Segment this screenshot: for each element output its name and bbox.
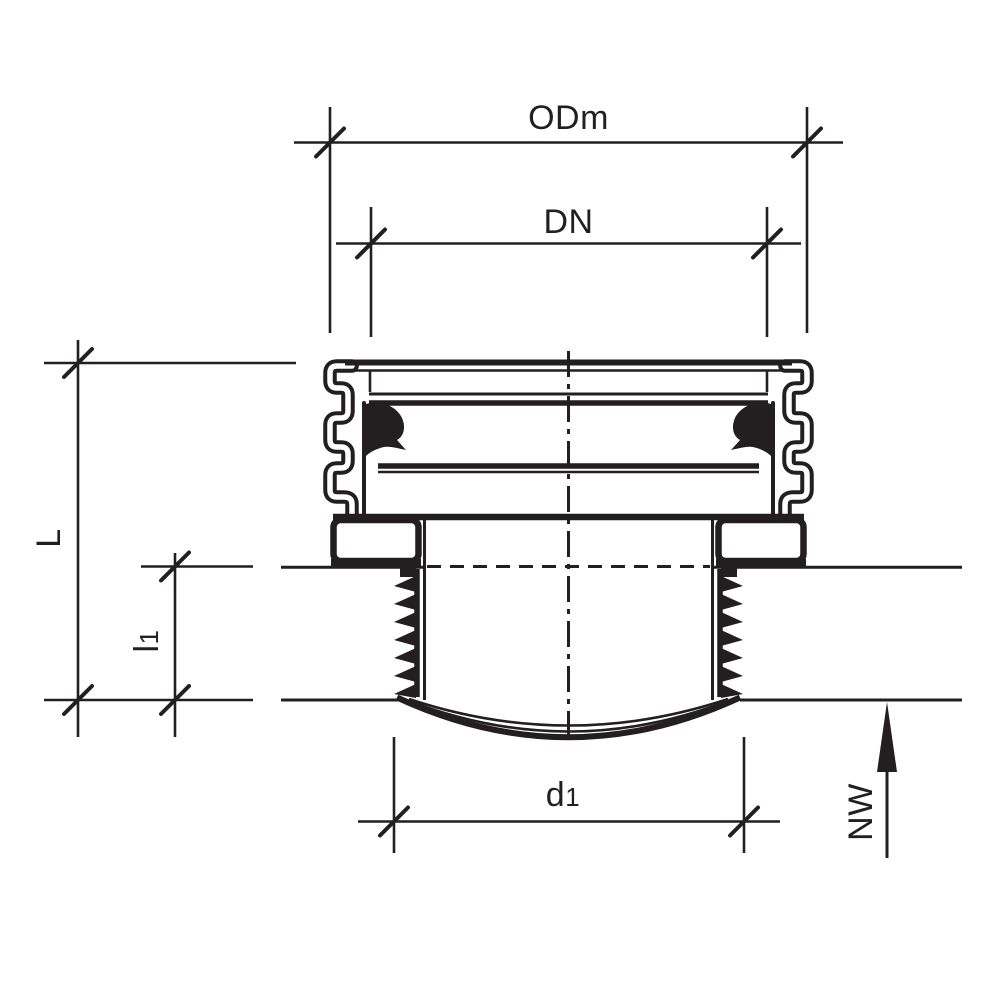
wall-lines [281, 565, 962, 702]
dim-d1-label: d1 [546, 776, 580, 814]
dimension-ticks [62, 126, 823, 838]
bottom-arc-inner [408, 697, 729, 727]
fitting-right-half [713, 366, 808, 700]
thread-teeth [394, 576, 416, 698]
dim-nw-label: NW [842, 783, 880, 841]
socket-horizontal-lines [333, 359, 804, 521]
bottom-arc-middle [403, 697, 734, 733]
bottom-arc-outer [395, 694, 742, 741]
dimension-lines [44, 107, 843, 853]
thread-start-notch [400, 568, 416, 577]
seal-lip [366, 402, 406, 456]
rib-profile-inner [327, 363, 355, 517]
dim-odm-label: ODm [528, 99, 609, 137]
dim-dn-label: DN [543, 203, 593, 241]
nw-arrowhead [877, 702, 897, 772]
dim-l1-label: l1 [128, 629, 166, 652]
flange [330, 516, 422, 565]
nw-arrow [877, 702, 897, 858]
fitting-left-half [323, 359, 426, 700]
dished-bottom [395, 694, 742, 741]
dim-L-label: L [30, 528, 68, 547]
